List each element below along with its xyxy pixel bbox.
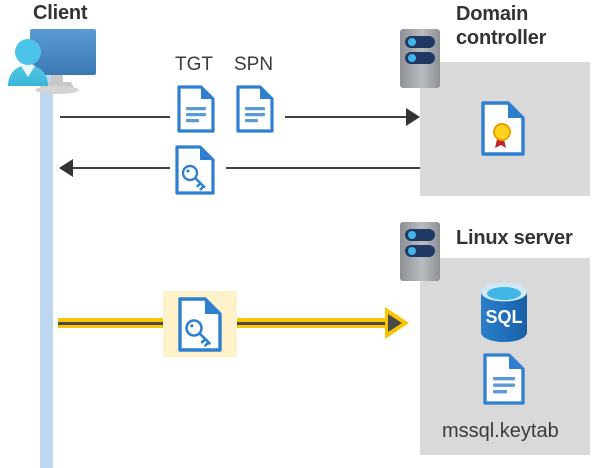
flow-return-line-right [226, 167, 421, 169]
certificate-document-icon [481, 101, 525, 156]
presented-ticket-document-key-icon [178, 297, 222, 352]
flow-present-ticket-line-right-core [226, 321, 386, 325]
flow-present-ticket-arrowhead [388, 314, 402, 332]
keytab-file-label: mssql.keytab [442, 420, 559, 442]
domain-controller-server-rack-icon [400, 29, 440, 88]
page-title-linux-server: Linux server [456, 227, 573, 249]
spn-document-icon [236, 85, 274, 133]
tgt-document-icon [177, 85, 215, 133]
flow-return-line-left [73, 167, 170, 169]
client-lifeline [40, 72, 53, 468]
label-spn: SPN [234, 54, 274, 75]
flow-request-line-right [285, 116, 407, 118]
flow-request-line-left [60, 116, 170, 118]
flow-present-ticket-line-left-core [58, 321, 170, 325]
page-title-client: Client [33, 2, 88, 24]
linux-server-rack-icon [400, 222, 440, 281]
domain-controller-title-line2: controller [456, 27, 547, 49]
keytab-document-icon [483, 353, 525, 405]
flow-request-arrowhead [406, 108, 420, 126]
domain-controller-title-line1: Domain [456, 3, 529, 25]
page-title-domain-controller: Domain controller [456, 2, 600, 50]
sql-badge-text: SQL [485, 307, 522, 327]
client-user-monitor-icon [5, 26, 100, 98]
sql-database-icon: SQL [474, 281, 534, 343]
flow-return-arrowhead [59, 159, 73, 177]
label-tgt: TGT [175, 54, 213, 75]
service-ticket-document-key-icon [175, 145, 215, 195]
